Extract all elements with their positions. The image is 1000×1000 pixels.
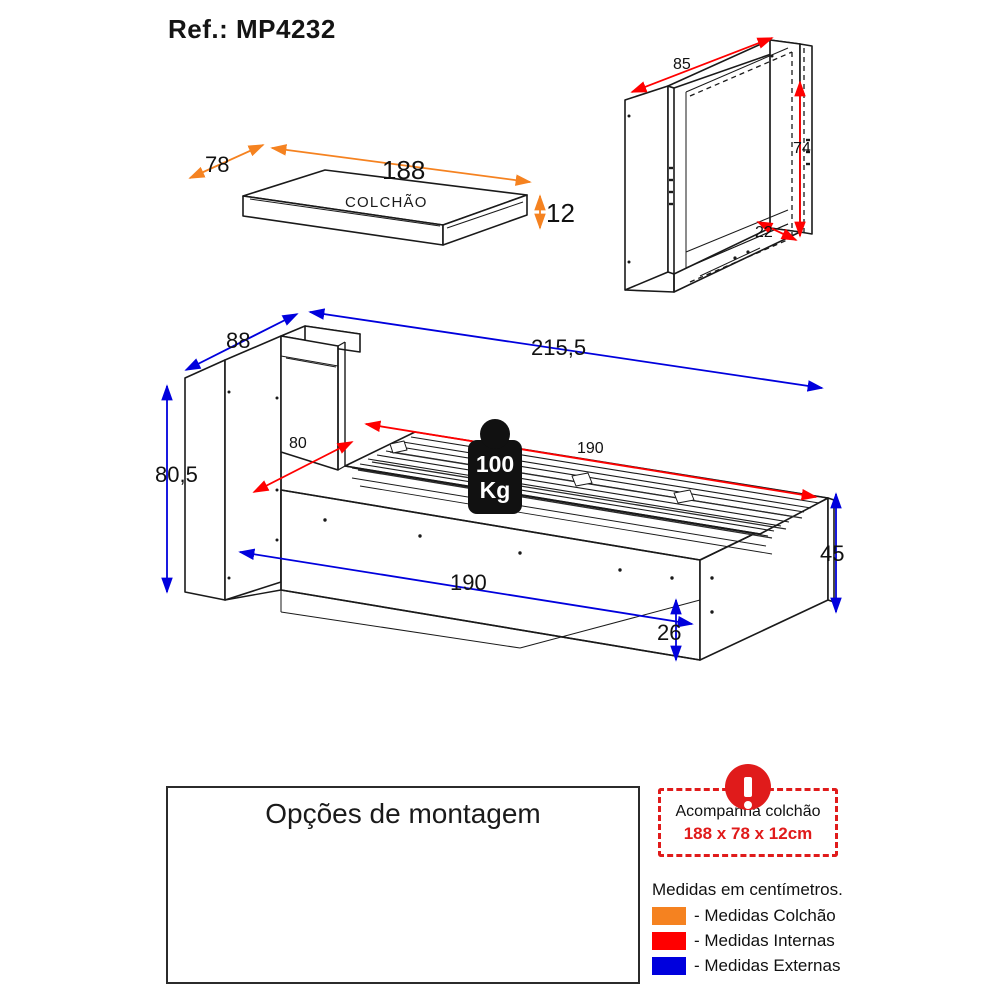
warning-box: Acompanha colchão 188 x 78 x 12cm — [658, 764, 838, 857]
dim-label-80: 80 — [289, 435, 307, 452]
dim-label-22: 22 — [755, 224, 773, 241]
legend-label-external: - Medidas Externas — [694, 956, 841, 975]
exclamation-icon — [725, 764, 771, 810]
dim-label-12: 12 — [546, 198, 575, 228]
dim-label-88: 88 — [226, 328, 251, 353]
warning-line-2: 188 x 78 x 12cm — [683, 824, 813, 843]
dimension-arrows-frame — [630, 37, 806, 241]
assembly-options-panel: Opções de montagem — [166, 786, 640, 984]
legend-swatch-orange — [652, 907, 686, 925]
dim-arrow-80 — [252, 441, 354, 493]
page-title: Ref.: MP4232 — [168, 14, 336, 44]
legend-label-internal: - Medidas Internas — [694, 931, 835, 950]
dim-label-85: 85 — [673, 56, 691, 73]
warning-line-1: Acompanha colchão — [675, 803, 821, 820]
dim-arrow-190-red — [364, 420, 818, 501]
dim-label-78: 78 — [205, 152, 230, 177]
dim-label-80-5: 80,5 — [155, 462, 198, 487]
measurement-legend: Medidas em centímetros. - Medidas Colchã… — [652, 880, 972, 981]
dim-label-215-5: 215,5 — [531, 335, 587, 360]
dim-arrow-190-blue — [238, 548, 694, 628]
legend-item-mattress: - Medidas Colchão — [652, 906, 972, 926]
upright-frame-illustration — [624, 39, 813, 293]
weight-value: 100 — [475, 450, 515, 477]
legend-item-internal: - Medidas Internas — [652, 931, 972, 951]
dim-arrow-215-5 — [308, 308, 824, 392]
dimension-arrows-bed-blue — [161, 308, 842, 662]
dim-arrow-85 — [630, 37, 774, 93]
legend-label-mattress: - Medidas Colchão — [694, 906, 836, 925]
weight-unit: Kg — [479, 476, 511, 503]
dim-arrow-78 — [188, 144, 265, 179]
legend-swatch-blue — [652, 957, 686, 975]
dim-label-190-red: 190 — [577, 440, 604, 457]
dim-label-74: 74 — [793, 140, 811, 157]
mattress-included-notice: Acompanha colchão 188 x 78 x 12cm — [658, 764, 838, 857]
dim-arrow-22 — [756, 221, 798, 241]
dim-arrow-188 — [270, 144, 532, 186]
legend-swatch-red — [652, 932, 686, 950]
weight-knob-icon — [480, 419, 510, 449]
legend-item-external: - Medidas Externas — [652, 956, 972, 976]
weight-capacity-badge: 100 Kg — [468, 419, 522, 514]
dim-arrow-88 — [184, 313, 299, 371]
assembly-options-title: Opções de montagem — [265, 798, 541, 829]
dim-label-26: 26 — [657, 620, 682, 645]
mattress-label: COLCHÃO — [345, 194, 428, 211]
dimension-arrows-mattress — [188, 144, 546, 230]
dim-label-45: 45 — [820, 541, 845, 566]
dimension-arrows-bed-red — [252, 420, 818, 501]
legend-heading: Medidas em centímetros. — [652, 880, 843, 899]
dim-label-190-blue: 190 — [450, 570, 487, 595]
dim-label-188: 188 — [382, 155, 426, 185]
